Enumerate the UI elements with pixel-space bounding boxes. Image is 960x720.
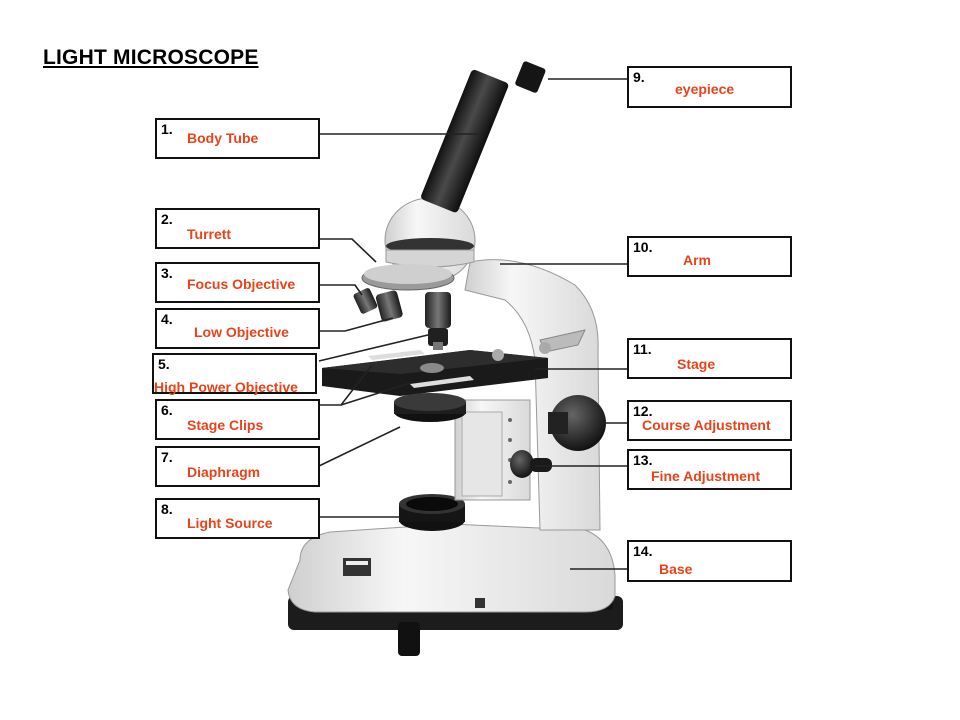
eyepiece <box>515 61 546 93</box>
label-box-body-tube: 1. Body Tube <box>155 118 320 159</box>
label-box-base: 14. Base <box>627 540 792 582</box>
label-text-high-power-objective: High Power Objective <box>154 379 298 395</box>
label-number: 3. <box>161 265 173 281</box>
label-box-diaphragm: 7. Diaphragm <box>155 446 320 487</box>
diaphragm <box>394 393 466 422</box>
label-box-course-adjustment: 12. Course Adjustment <box>627 400 792 441</box>
label-box-eyepiece: 9. eyepiece <box>627 66 792 108</box>
label-number: 10. <box>633 239 653 255</box>
light-source <box>399 494 465 531</box>
label-number: 2. <box>161 211 173 227</box>
leader-turret <box>319 238 377 263</box>
label-number: 14. <box>633 543 653 559</box>
label-number: 9. <box>633 69 645 85</box>
turret <box>361 264 455 291</box>
leader-stage-clips-b <box>340 382 411 406</box>
page-title: LIGHT MICROSCOPE <box>43 46 259 69</box>
stage <box>322 342 551 396</box>
fine-adjustment-knob <box>510 450 552 478</box>
arm <box>454 259 601 531</box>
label-text-low-objective: Low Objective <box>194 324 289 340</box>
label-text-diaphragm: Diaphragm <box>187 464 261 480</box>
label-box-stage-clips: 6. Stage Clips <box>155 399 320 440</box>
label-text-body-tube: Body Tube <box>187 130 259 146</box>
label-number: 7. <box>161 449 173 465</box>
label-number: 8. <box>161 501 173 517</box>
label-number: 6. <box>161 402 173 418</box>
label-text-focus-objective: Focus Objective <box>187 276 296 292</box>
label-text-turret: Turrett <box>187 226 232 242</box>
label-text-stage: Stage <box>677 356 716 372</box>
label-box-turret: 2. Turrett <box>155 208 320 249</box>
label-box-arm: 10. Arm <box>627 236 792 277</box>
leader-high-power-objective <box>318 333 433 362</box>
label-box-stage: 11. Stage <box>627 338 792 379</box>
label-number: 5. <box>158 356 170 372</box>
label-number: 1. <box>161 121 173 137</box>
label-number: 11. <box>633 341 652 357</box>
label-text-arm: Arm <box>683 252 712 268</box>
label-box-focus-objective: 3. Focus Objective <box>155 262 320 303</box>
body-tube <box>421 69 509 213</box>
label-number: 12. <box>633 403 653 419</box>
label-text-base: Base <box>659 561 693 577</box>
label-text-course-adjustment: Course Adjustment <box>642 417 771 433</box>
label-text-light-source: Light Source <box>187 515 273 531</box>
label-number: 13. <box>633 452 653 468</box>
leader-low-objective <box>319 317 394 332</box>
label-text-stage-clips: Stage Clips <box>187 417 264 433</box>
leader-lines <box>318 78 628 570</box>
label-box-fine-adjustment: 13. Fine Adjustment <box>627 449 792 490</box>
label-box-low-objective: 4. Low Objective <box>155 308 320 349</box>
leader-focus-objective <box>319 284 363 296</box>
coarse-adjustment-knob <box>548 395 606 451</box>
label-text-eyepiece: eyepiece <box>675 81 735 97</box>
base <box>287 523 623 656</box>
head <box>384 197 476 283</box>
label-number: 4. <box>161 311 173 327</box>
objectives <box>353 288 451 350</box>
label-box-light-source: 8. Light Source <box>155 498 320 539</box>
label-box-high-power-objective: 5. High Power Objective <box>152 353 317 395</box>
label-text-fine-adjustment: Fine Adjustment <box>651 468 761 484</box>
leader-diaphragm <box>318 426 401 467</box>
